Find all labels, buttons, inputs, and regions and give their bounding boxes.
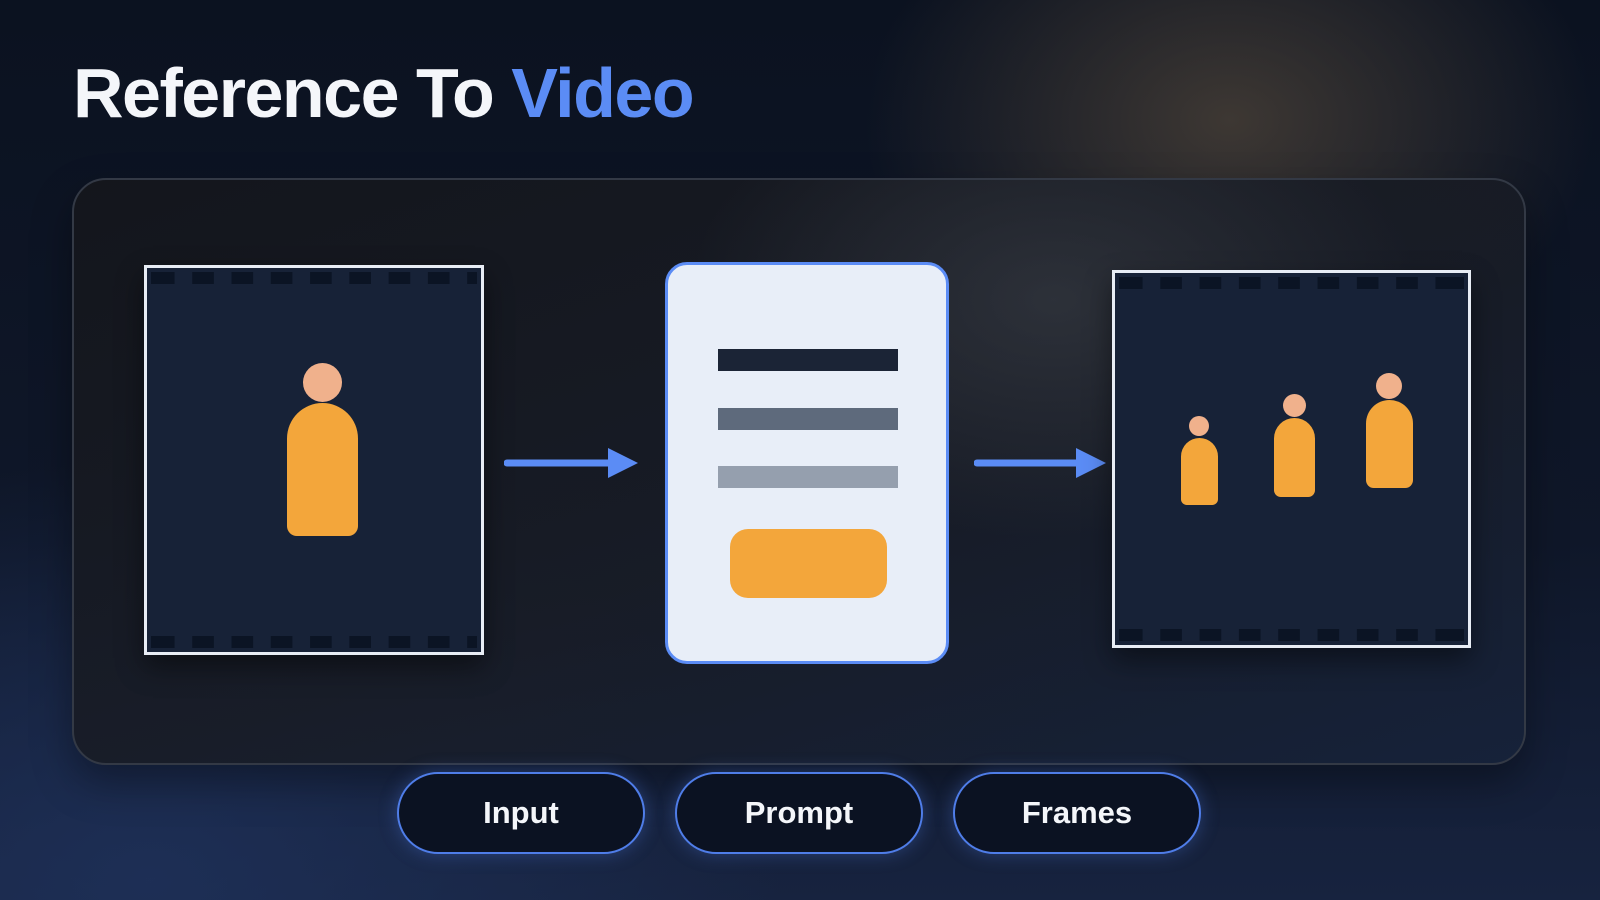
input-frame-icon xyxy=(144,265,484,655)
person-icon xyxy=(1274,394,1315,498)
person-body xyxy=(1366,400,1413,488)
film-strip-bottom xyxy=(1119,629,1464,641)
person-head xyxy=(303,363,342,402)
step-pill-frames: Frames xyxy=(953,772,1201,854)
page-title: Reference To Video xyxy=(73,58,695,128)
person-icon xyxy=(287,363,359,538)
film-strip-top xyxy=(1119,277,1464,289)
output-frame-icon xyxy=(1112,270,1471,648)
title-prefix: Reference To xyxy=(73,54,495,132)
person-icon xyxy=(1181,416,1218,506)
step-pill-input: Input xyxy=(397,772,645,854)
document-button-shape xyxy=(730,529,887,598)
person-icon xyxy=(1366,373,1413,489)
arrow-right-icon xyxy=(504,448,638,478)
step-pill-prompt: Prompt xyxy=(675,772,923,854)
document-text-line xyxy=(718,349,898,371)
film-strip-top xyxy=(151,272,477,284)
person-head xyxy=(1189,416,1209,436)
film-strip-bottom xyxy=(151,636,477,648)
document-text-line xyxy=(718,466,898,488)
person-head xyxy=(1376,373,1402,399)
step-label: Input xyxy=(483,795,559,830)
person-body xyxy=(287,403,358,536)
title-highlight: Video xyxy=(511,54,694,132)
arrow-right-icon xyxy=(974,448,1106,478)
person-body xyxy=(1181,438,1218,505)
person-head xyxy=(1283,394,1306,417)
person-body xyxy=(1274,418,1315,497)
document-text-line xyxy=(718,408,898,430)
step-label: Prompt xyxy=(744,795,854,830)
prompt-document-icon xyxy=(665,262,949,664)
step-label: Frames xyxy=(1021,795,1133,830)
